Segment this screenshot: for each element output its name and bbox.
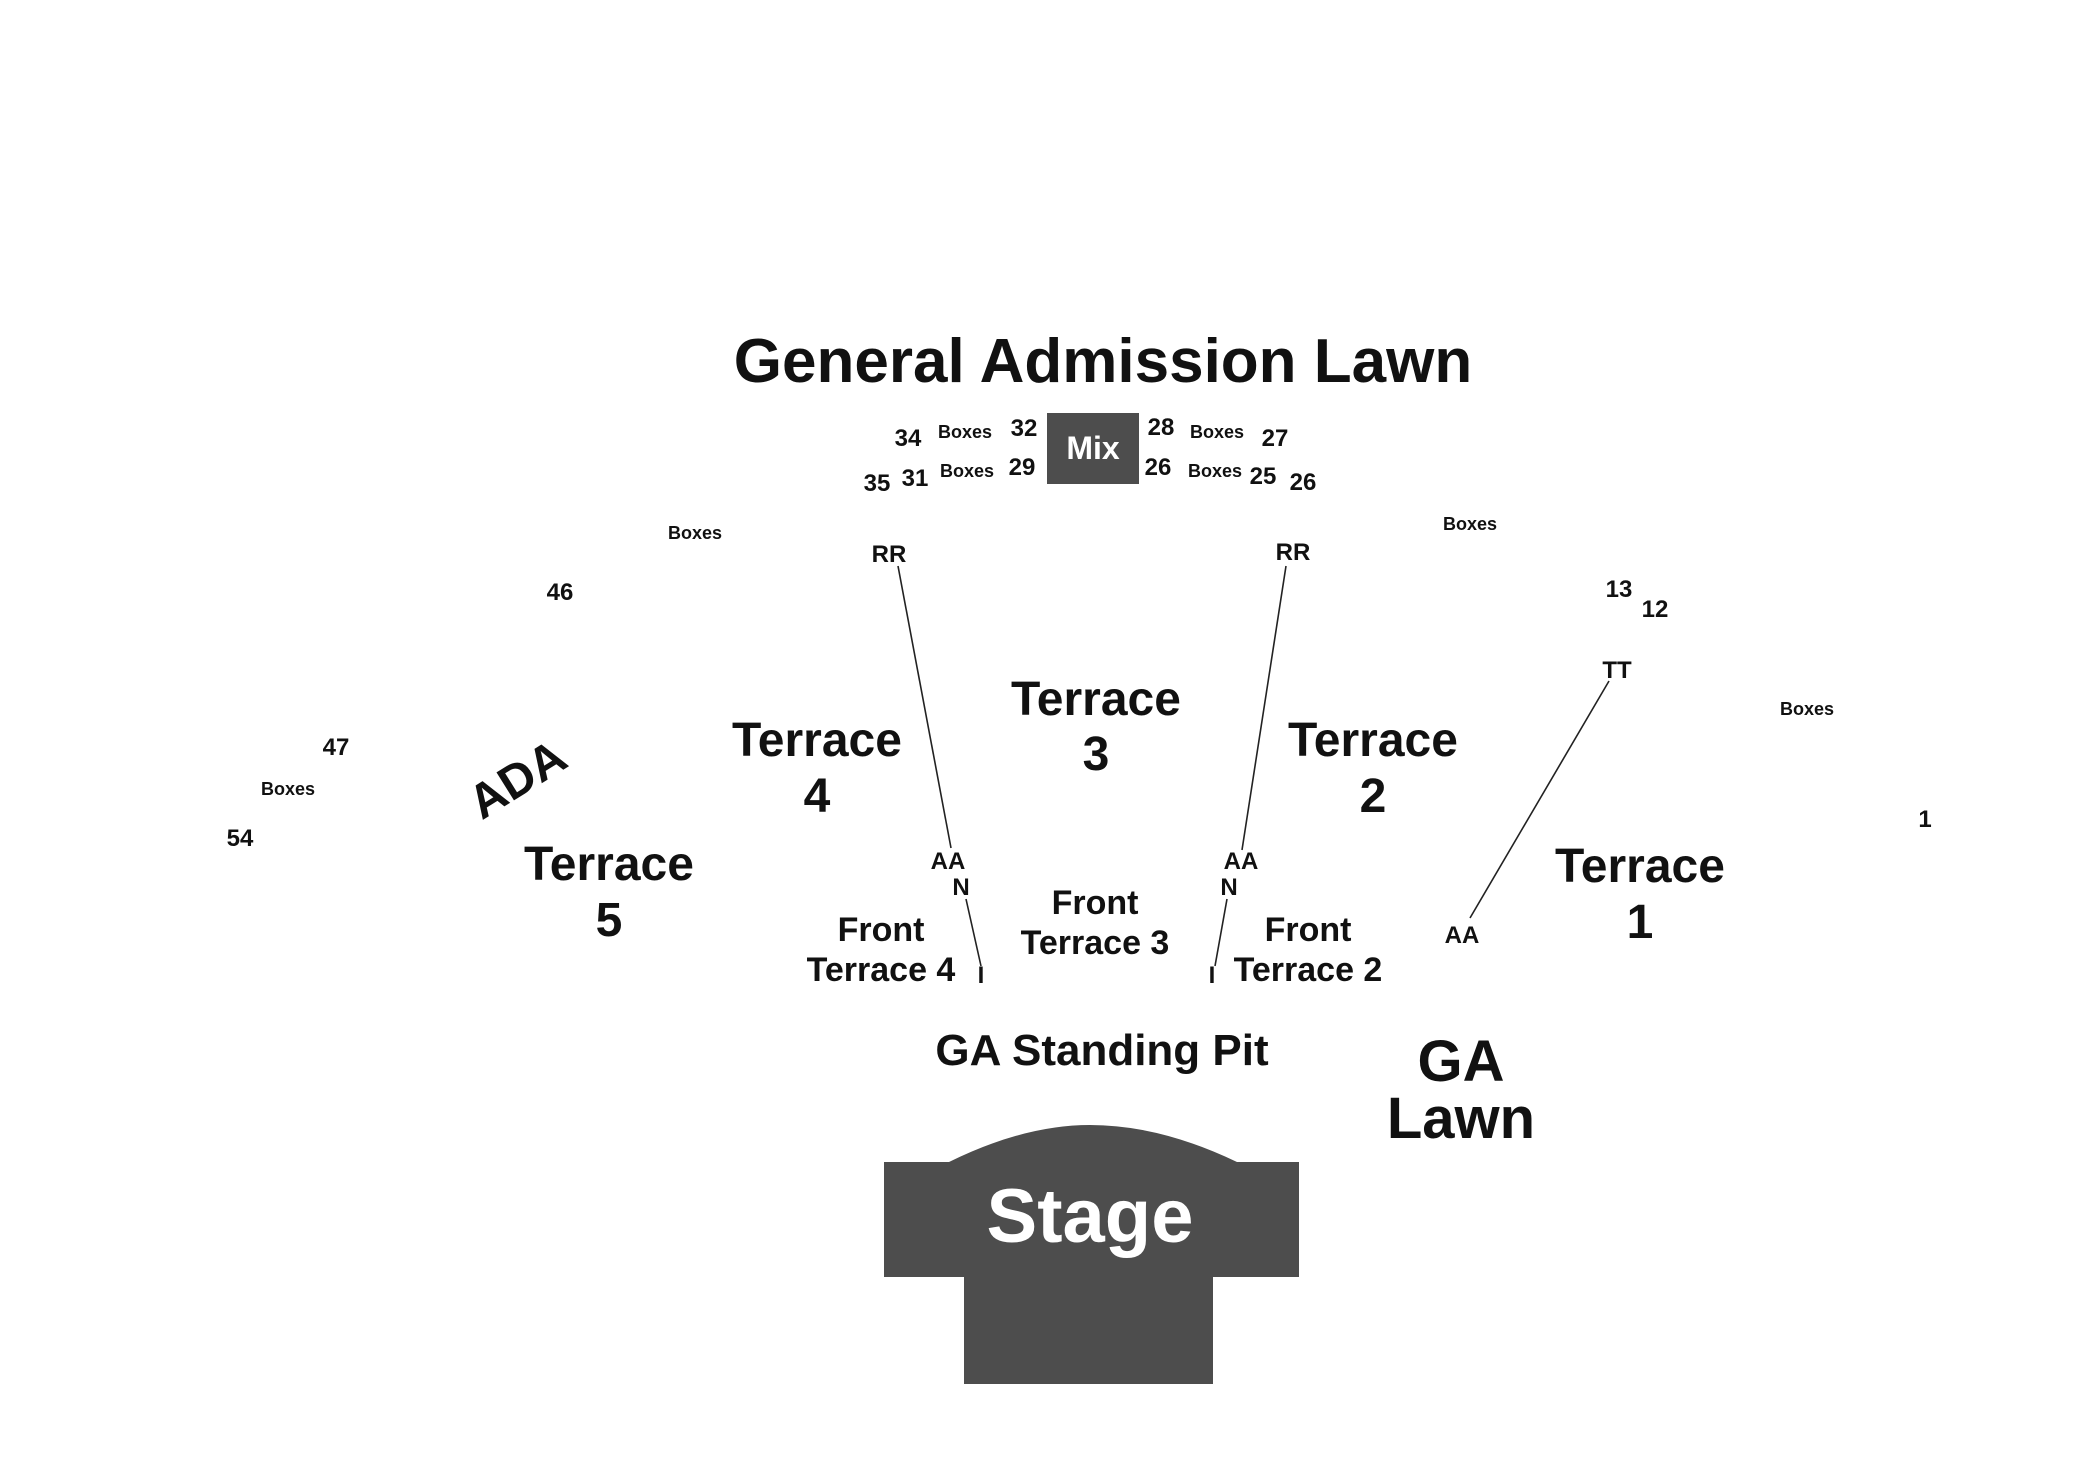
boxes-label[interactable]: Boxes bbox=[261, 779, 315, 799]
section-terrace-5[interactable]: Terrace 5 bbox=[524, 838, 694, 947]
section-terrace-3[interactable]: Terrace 3 bbox=[1011, 673, 1181, 781]
box-number-54[interactable]: 54 bbox=[227, 825, 254, 852]
front-terrace-3-line1: Front bbox=[1052, 884, 1139, 922]
box-number-1[interactable]: 1 bbox=[1918, 806, 1931, 833]
front-terrace-4-line2: Terrace 4 bbox=[807, 951, 956, 989]
aisle-line-left bbox=[897, 565, 952, 849]
boxes-label[interactable]: Boxes bbox=[1188, 461, 1242, 481]
mix-label: Mix bbox=[1066, 430, 1120, 466]
ga-lawn-line2: Lawn bbox=[1387, 1086, 1535, 1151]
box-number-26[interactable]: 26 bbox=[1145, 454, 1172, 481]
aisle-label-aa-left: AA bbox=[931, 848, 966, 875]
front-terrace-3-line2: Terrace 3 bbox=[1021, 924, 1170, 962]
box-number-12[interactable]: 12 bbox=[1642, 596, 1669, 623]
section-front-terrace-3[interactable]: Front Terrace 3 bbox=[1021, 884, 1170, 962]
aisle-label-n-mid: N bbox=[1220, 874, 1237, 901]
terrace-1-label: Terrace bbox=[1555, 840, 1725, 893]
section-terrace-1[interactable]: Terrace 1 bbox=[1555, 840, 1725, 949]
boxes-label[interactable]: Boxes bbox=[1190, 422, 1244, 442]
box-number-26[interactable]: 26 bbox=[1290, 469, 1317, 496]
aisle-label-i-left: I bbox=[978, 962, 985, 989]
boxes-label[interactable]: Boxes bbox=[940, 461, 994, 481]
aisle-label-aa-right: AA bbox=[1445, 922, 1480, 949]
terrace-5-number: 5 bbox=[596, 894, 623, 947]
aisle-label-rr-right: RR bbox=[1276, 539, 1311, 566]
box-number-31[interactable]: 31 bbox=[902, 465, 929, 492]
terrace-5-label: Terrace bbox=[524, 838, 694, 891]
terrace-3-label: Terrace bbox=[1011, 673, 1181, 726]
boxes-label[interactable]: Boxes bbox=[938, 422, 992, 442]
terrace-1-number: 1 bbox=[1627, 896, 1654, 949]
aisle-label-aa-mid: AA bbox=[1224, 848, 1259, 875]
box-number-47[interactable]: 47 bbox=[323, 734, 350, 761]
mix-booth[interactable] bbox=[1047, 413, 1139, 484]
aisle-line-right-lower bbox=[1214, 898, 1228, 967]
front-terrace-4-line1: Front bbox=[838, 911, 925, 949]
general-admission-lawn-title[interactable]: General Admission Lawn bbox=[734, 327, 1472, 396]
terrace-2-number: 2 bbox=[1360, 770, 1387, 823]
section-terrace-4[interactable]: Terrace 4 bbox=[732, 714, 902, 823]
stage-shape bbox=[884, 1125, 1299, 1384]
boxes-label[interactable]: Boxes bbox=[1780, 699, 1834, 719]
section-terrace-2[interactable]: Terrace 2 bbox=[1288, 714, 1458, 823]
section-ga-lawn[interactable]: GA Lawn bbox=[1387, 1029, 1535, 1151]
aisle-label-n-left: N bbox=[952, 874, 969, 901]
boxes-label[interactable]: Boxes bbox=[1443, 514, 1497, 534]
terrace-4-label: Terrace bbox=[732, 714, 902, 767]
box-number-29[interactable]: 29 bbox=[1009, 454, 1036, 481]
aisle-line-left-lower bbox=[965, 898, 982, 967]
box-number-34[interactable]: 34 bbox=[895, 425, 922, 452]
aisle-line-tt bbox=[1469, 680, 1610, 919]
ga-lawn-line1: GA bbox=[1418, 1029, 1505, 1094]
section-front-terrace-4[interactable]: Front Terrace 4 bbox=[807, 911, 956, 989]
section-ga-standing-pit[interactable]: GA Standing Pit bbox=[935, 1026, 1269, 1075]
section-front-terrace-2[interactable]: Front Terrace 2 bbox=[1234, 911, 1383, 989]
box-number-28[interactable]: 28 bbox=[1148, 414, 1175, 441]
terrace-3-number: 3 bbox=[1083, 728, 1110, 781]
box-number-27[interactable]: 27 bbox=[1262, 425, 1289, 452]
aisle-label-i-mid: I bbox=[1209, 962, 1216, 989]
section-ada[interactable]: ADA bbox=[460, 730, 576, 830]
aisle-line-right bbox=[1241, 565, 1287, 851]
front-terrace-2-line1: Front bbox=[1265, 911, 1352, 949]
aisle-label-tt: TT bbox=[1602, 657, 1632, 684]
box-number-32[interactable]: 32 bbox=[1011, 415, 1038, 442]
box-number-46[interactable]: 46 bbox=[547, 579, 574, 606]
boxes-label[interactable]: Boxes bbox=[668, 523, 722, 543]
box-number-25[interactable]: 25 bbox=[1250, 463, 1277, 490]
terrace-4-number: 4 bbox=[804, 770, 831, 823]
terrace-2-label: Terrace bbox=[1288, 714, 1458, 767]
aisle-label-rr-left: RR bbox=[872, 541, 907, 568]
stage-label: Stage bbox=[987, 1174, 1194, 1259]
box-number-35[interactable]: 35 bbox=[864, 470, 891, 497]
front-terrace-2-line2: Terrace 2 bbox=[1234, 951, 1383, 989]
box-number-13[interactable]: 13 bbox=[1606, 576, 1633, 603]
